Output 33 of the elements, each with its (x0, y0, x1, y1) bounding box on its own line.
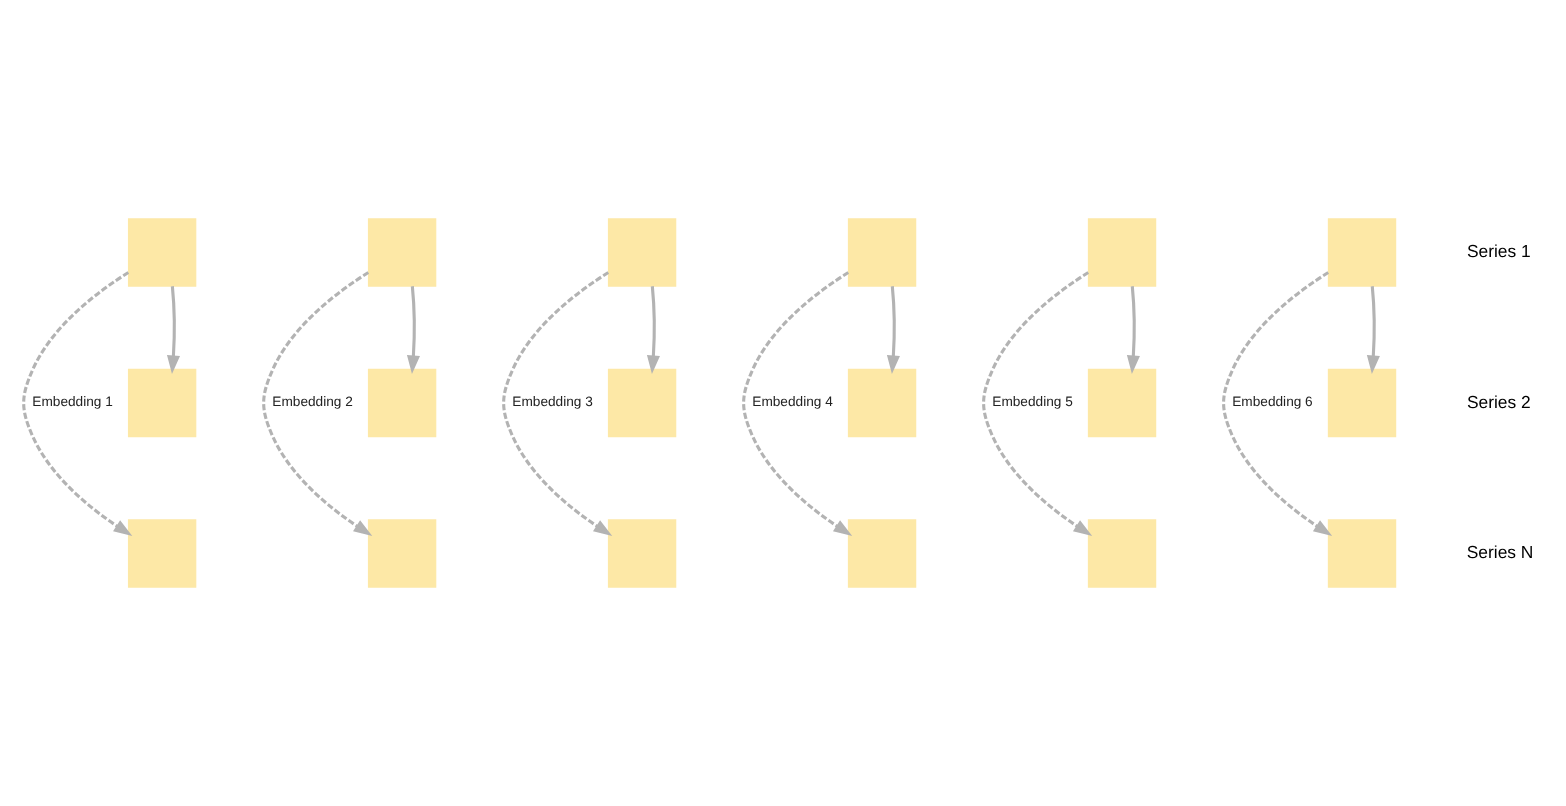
node-box (1327, 218, 1397, 287)
node-box (1327, 519, 1397, 588)
arrow (166, 286, 181, 375)
arrow (982, 271, 1093, 536)
arrow (1126, 286, 1140, 375)
node-box (367, 218, 437, 287)
label: Series 2 (1466, 391, 1531, 412)
node-box (1327, 368, 1397, 438)
arrow (1366, 286, 1380, 375)
arrow (406, 286, 420, 375)
node-box (607, 519, 677, 588)
label: Series 1 (1466, 241, 1531, 262)
arrow (886, 286, 900, 375)
node-box (1087, 368, 1157, 438)
node-box (1087, 218, 1157, 287)
node-box (367, 519, 437, 588)
node-box (127, 368, 197, 438)
arrow (1222, 271, 1333, 536)
node-box (847, 519, 917, 588)
node-box (367, 368, 437, 438)
node-box (847, 368, 917, 438)
node-box (607, 368, 677, 438)
arrow (646, 286, 660, 375)
label: Series N (1466, 542, 1534, 563)
node-box (847, 218, 917, 287)
node-box (607, 218, 677, 287)
arrow (262, 271, 373, 536)
arrow (742, 271, 853, 536)
arrow (502, 271, 613, 536)
node-box (127, 519, 197, 588)
node-box (127, 218, 197, 287)
node-box (1087, 519, 1157, 588)
arrow (22, 271, 133, 536)
